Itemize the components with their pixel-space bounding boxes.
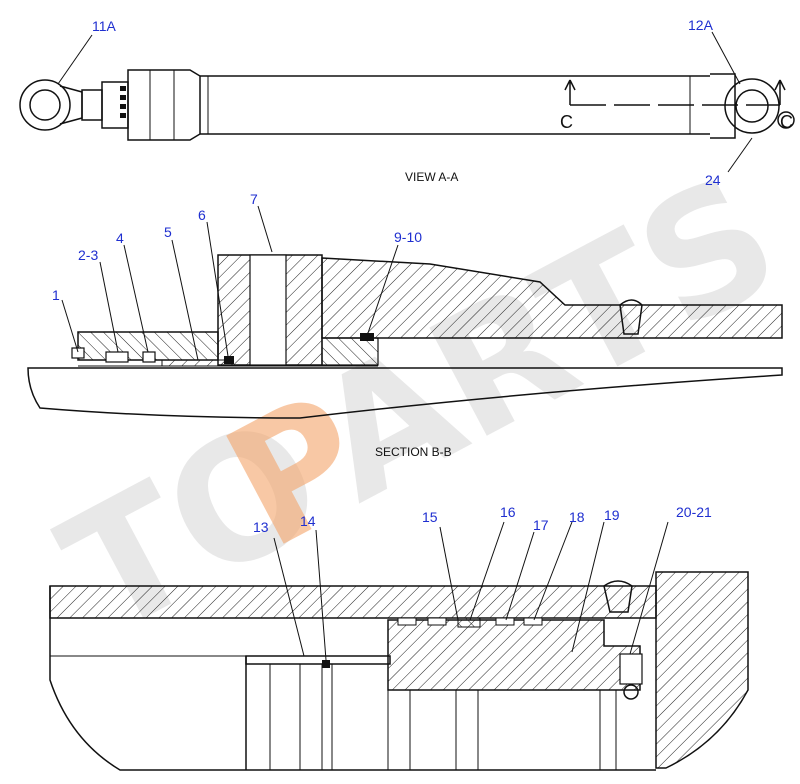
leader-12A [711, 31, 741, 85]
buffer-seal [142, 351, 156, 363]
section-c-drawing: 13 14 15 16 17 18 19 20-21 [49, 504, 749, 771]
rod-end [245, 655, 391, 665]
tube-wall [321, 257, 783, 339]
cap-eye-outer [724, 78, 780, 134]
callout-16: 16 [500, 504, 516, 520]
leader-15 [439, 526, 459, 621]
piston [387, 619, 641, 691]
callout-24: 24 [705, 172, 721, 188]
callout-18: 18 [569, 509, 585, 525]
leader-6 [206, 221, 229, 357]
o-ring-14 [322, 660, 330, 668]
section-c-arrow-left [564, 79, 576, 105]
callout-5: 5 [164, 224, 172, 240]
callout-17: 17 [533, 517, 549, 533]
section-b-b-drawing: 1 2-3 4 5 6 7 9-10 SECTION B-B [27, 191, 783, 459]
leader-2-3 [99, 261, 119, 353]
leader-19 [571, 521, 605, 653]
head-flange [321, 337, 379, 366]
callout-11A: 11A [92, 18, 117, 34]
callout-2-3: 2-3 [78, 247, 98, 263]
callout-7: 7 [250, 191, 258, 207]
view-a-a-drawing: C C 11A 12A 24 VIEW A-A [19, 17, 795, 188]
nut-bolts [120, 86, 126, 118]
callout-1: 1 [52, 287, 60, 303]
rod-seal [105, 351, 129, 363]
port-bore [249, 254, 287, 366]
callout-9-10: 9-10 [394, 229, 422, 245]
weld-groove [619, 299, 643, 335]
callout-14: 14 [300, 513, 316, 529]
leader-1 [61, 299, 79, 353]
rod-eye-neck [59, 85, 83, 125]
wiper-seal [71, 347, 85, 359]
leader-24 [727, 137, 753, 173]
leader-20-21 [629, 521, 669, 655]
weld-groove-c [603, 580, 633, 613]
leader-11A [57, 34, 93, 85]
view-a-caption: VIEW A-A [405, 170, 458, 184]
piston-seals [397, 617, 543, 628]
piston-rod [27, 367, 783, 419]
cap-end [710, 73, 736, 139]
leader-18 [533, 521, 573, 621]
leader-17 [505, 531, 535, 621]
ball-21 [623, 684, 639, 700]
callout-4: 4 [116, 230, 124, 246]
bearing [161, 359, 233, 367]
tube-wall-c [49, 585, 657, 619]
grease-fitting [777, 111, 795, 129]
cap-eye-inner [735, 89, 769, 123]
rod-eye-outer [19, 79, 71, 131]
callout-13: 13 [253, 519, 269, 535]
section-b-caption: SECTION B-B [375, 445, 452, 459]
leader-13 [273, 537, 305, 657]
head-gland [127, 69, 201, 141]
rod-eye-inner [29, 89, 61, 121]
callout-6: 6 [198, 207, 206, 223]
cylinder-outline [49, 586, 656, 771]
nut-20 [619, 653, 643, 685]
rod-collar [81, 89, 103, 121]
callout-12A: 12A [688, 17, 714, 33]
leader-5 [171, 239, 199, 361]
callout-20-21: 20-21 [676, 504, 712, 520]
leader-16 [469, 521, 505, 621]
callout-19: 19 [604, 507, 620, 523]
leader-14 [315, 529, 327, 661]
o-ring-9-10 [360, 333, 374, 341]
callout-15: 15 [422, 509, 438, 525]
section-marker-left: C [560, 112, 573, 132]
section-marker-right: C [780, 112, 793, 132]
leader-4 [123, 244, 149, 353]
o-ring-6 [224, 356, 234, 364]
leader-9-10 [367, 244, 399, 334]
section-c-arrow-right [774, 79, 786, 105]
leader-7 [257, 205, 273, 253]
end-cap [655, 571, 749, 769]
